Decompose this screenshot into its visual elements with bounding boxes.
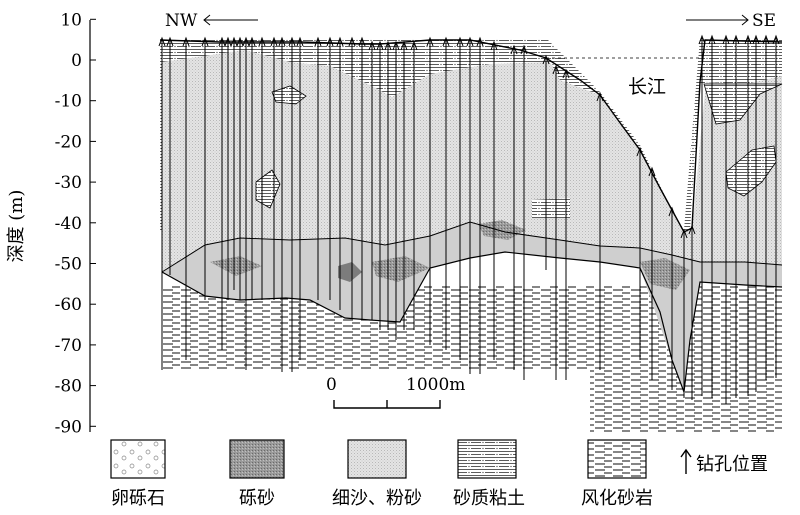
borehole-arrow — [368, 40, 376, 51]
borehole-arrow — [510, 44, 518, 55]
borehole-arrow — [708, 34, 716, 45]
borehole-arrow — [326, 36, 334, 47]
borehole-arrow — [456, 36, 464, 47]
borehole-arrow — [476, 36, 484, 47]
borehole-arrow — [668, 206, 676, 217]
y-tick-label: -60 — [55, 295, 82, 315]
borehole-arrow — [348, 36, 356, 47]
borehole-arrow — [258, 36, 266, 47]
scale-end-label: 1000m — [406, 375, 465, 395]
borehole-arrow — [400, 40, 408, 51]
y-tick-label: -80 — [55, 377, 82, 397]
scale-bar: 0 1000m — [322, 374, 482, 409]
borehole-arrow — [772, 34, 780, 45]
y-tick-label: -30 — [55, 173, 82, 193]
borehole-arrow — [490, 40, 498, 51]
borehole-arrow — [288, 36, 296, 47]
borehole-arrow — [242, 36, 250, 47]
borehole-arrow — [236, 36, 244, 47]
borehole-arrow — [698, 34, 706, 45]
legend-swatch-pebble — [110, 439, 166, 479]
borehole-arrow — [224, 36, 232, 47]
borehole-arrow — [648, 166, 656, 177]
direction-se-label: SE — [752, 11, 776, 31]
legend-label-fine-sand: 细沙、粉砂 — [332, 488, 422, 509]
bedrock-top-boundary — [161, 251, 783, 393]
borehole-arrow — [680, 228, 688, 239]
borehole-arrow — [442, 36, 450, 47]
borehole-arrow — [166, 36, 174, 47]
borehole-arrow — [426, 36, 434, 47]
borehole-arrow — [201, 36, 209, 47]
y-axis-label: 深度 (m) — [6, 190, 27, 263]
borehole-arrow — [562, 68, 570, 79]
borehole-arrow — [552, 64, 560, 75]
weathered-sandstone-layer — [162, 285, 782, 432]
gravel-patch-3 — [372, 256, 430, 282]
borehole-arrow — [752, 34, 760, 45]
legend-label-gravel-sand: 砾砂 — [239, 488, 275, 509]
y-tick-label: -70 — [55, 336, 82, 356]
borehole-arrow — [542, 54, 550, 65]
y-tick-label: -90 — [55, 417, 82, 437]
legend-label-pebble: 卵砾石 — [111, 488, 165, 509]
y-tick-label: -10 — [55, 92, 82, 112]
river-label: 长江 — [628, 76, 666, 98]
borehole-arrow-icon — [680, 448, 692, 474]
section-body — [158, 34, 783, 432]
borehole-arrow — [158, 36, 166, 47]
borehole-arrow — [336, 36, 344, 47]
clay-lens-5 — [532, 198, 570, 218]
y-tick-label: -50 — [55, 255, 82, 275]
borehole-arrow — [296, 36, 304, 47]
borehole-arrow — [248, 36, 256, 47]
legend-label-borehole: 钻孔位置 — [696, 454, 768, 475]
y-axis: 10 0 -10 -20 -30 -40 -50 -60 -70 -80 -90 深度 (m) — [6, 10, 96, 437]
borehole-arrow — [744, 34, 752, 45]
borehole-arrow — [466, 36, 474, 47]
clay-lens-1 — [271, 85, 307, 105]
direction-nw-label: NW — [165, 11, 198, 31]
borehole-arrow — [230, 36, 238, 47]
borehole-arrow — [722, 34, 730, 45]
borehole-arrow — [410, 40, 418, 51]
legend-swatch-weathered-sandstone — [587, 439, 647, 479]
gravel-sand-layer — [162, 222, 782, 392]
direction-left: NW — [165, 11, 258, 31]
borehole-arrow — [376, 40, 384, 51]
borehole-arrow — [358, 36, 366, 47]
borehole-arrow — [218, 36, 226, 47]
clay-lens-4 — [703, 83, 783, 125]
gravel-patch-1 — [210, 256, 262, 276]
y-tick-label: -20 — [55, 132, 82, 152]
legend-swatch-fine-sand — [347, 439, 407, 479]
scale-start-label: 0 — [326, 375, 337, 395]
legend-swatch-gravel-sand — [229, 439, 285, 479]
legend-swatch-sandy-clay — [457, 439, 517, 479]
borehole-arrow — [762, 34, 770, 45]
gravel-patch-2 — [338, 262, 362, 282]
borehole-arrow — [520, 44, 528, 55]
direction-right: SE — [686, 11, 776, 31]
borehole-arrow — [688, 224, 696, 235]
borehole-arrow — [732, 34, 740, 45]
legend-label-sandy-clay: 砂质粘土 — [453, 488, 525, 509]
borehole-arrow — [636, 146, 644, 157]
legend: 卵砾石 砾砂 细沙、粉砂 砂质粘土 风化砂岩 钻孔位置 — [110, 439, 768, 509]
borehole-arrow — [596, 91, 604, 102]
gravel-top-boundary — [161, 221, 783, 273]
borehole-arrow — [392, 40, 400, 51]
y-tick-label: -40 — [55, 214, 82, 234]
borehole-arrow — [270, 36, 278, 47]
legend-label-weathered-sandstone: 风化砂岩 — [581, 488, 653, 509]
y-tick-label: 10 — [60, 10, 82, 30]
borehole-group — [158, 34, 780, 404]
borehole-arrow — [384, 40, 392, 51]
borehole-arrow — [182, 36, 190, 47]
borehole-arrow — [278, 36, 286, 47]
y-tick-label: 0 — [71, 51, 82, 71]
borehole-arrow — [314, 36, 322, 47]
